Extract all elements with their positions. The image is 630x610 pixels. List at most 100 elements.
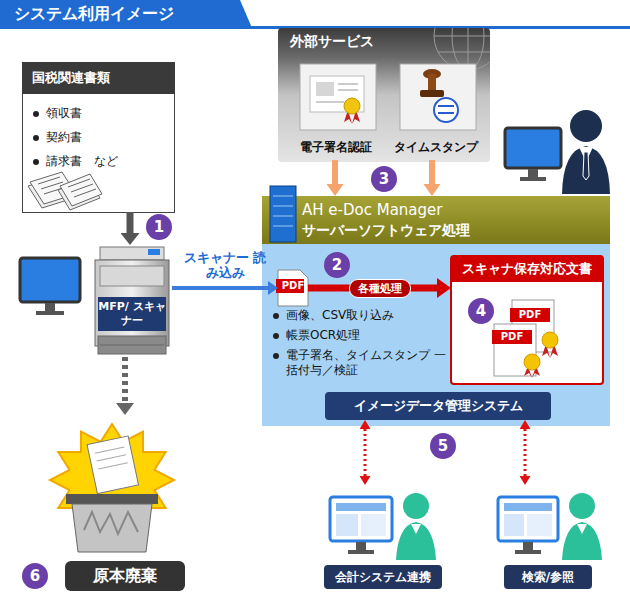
- shredder: [50, 424, 174, 552]
- service-label: 電子署名認証: [290, 140, 382, 155]
- paper-stack-part: [41, 182, 63, 189]
- mfp-scanner: [95, 247, 169, 354]
- user-at-pc-part: [562, 146, 610, 194]
- server-panel-part: [273, 206, 293, 207]
- search-user-part: [498, 497, 558, 541]
- document-box-part: [23, 63, 175, 213]
- flow-arrow: [172, 286, 268, 290]
- pc-monitor: [20, 258, 80, 315]
- server-panel-part: [273, 333, 279, 339]
- flow-arrow: [127, 212, 134, 233]
- server-panel-part: [273, 226, 293, 227]
- mfp-scanner-part: [100, 266, 164, 286]
- flow-arrow: [429, 160, 435, 184]
- signature-icon-part: [338, 83, 358, 85]
- badge-label: 会計システム連携: [324, 565, 442, 589]
- callout-number: 6: [22, 563, 48, 589]
- pdf-stack-part: [542, 332, 558, 348]
- signature-icon-part: [344, 98, 360, 114]
- pdf-label: PDF: [510, 308, 550, 322]
- shredder-part: [72, 504, 152, 552]
- pdf-icon-part: [278, 270, 308, 306]
- server-text: 画像、CSV取り込み: [286, 308, 456, 323]
- server-panel-part: [273, 313, 279, 319]
- title-tab-part: [0, 0, 252, 28]
- signature-icon-part: [300, 64, 376, 130]
- server-panel-part: [273, 196, 293, 197]
- timestamp-icon-part: [438, 105, 454, 107]
- box-heading: 契約書: [46, 130, 82, 145]
- callout-number: 2: [324, 252, 350, 278]
- user-at-pc-part: [520, 177, 546, 181]
- box-heading: 領収書: [46, 106, 82, 121]
- server-panel-part: [270, 186, 296, 242]
- signature-icon-part: [338, 89, 358, 91]
- timestamp-service: タイムスタンプ: [390, 60, 482, 160]
- server-panel-part: [273, 353, 279, 359]
- box-heading: 請求書 など: [46, 154, 118, 169]
- callout-number: 4: [468, 298, 494, 324]
- badge-label: 検索/参照: [504, 565, 592, 589]
- mfp-scanner-part: [148, 249, 160, 255]
- callout-number: 3: [371, 166, 397, 192]
- accounting-user-part: [396, 522, 436, 560]
- document-box-part: [33, 111, 39, 117]
- mfp-scanner-part: [98, 336, 166, 354]
- pdf-label: PDF: [278, 279, 308, 293]
- shredder-part-part: [98, 463, 127, 469]
- search-user-part: [577, 524, 587, 534]
- external-service-panel-part-part: [438, 52, 490, 53]
- box-heading: スキャナ保存対応文書: [451, 261, 603, 277]
- pdf-icon: [276, 270, 308, 306]
- scanner-document-box-part: [451, 256, 603, 384]
- search-user-part: [515, 550, 541, 554]
- scanner-document-box-part: [451, 256, 603, 282]
- diagram-title: システム利用イメージ: [14, 4, 174, 25]
- user-at-pc-part: [505, 128, 561, 168]
- pc-monitor-part: [45, 303, 55, 311]
- document-box: [22, 62, 175, 213]
- callout-number: 5: [430, 433, 456, 459]
- flow-arrow: [332, 160, 338, 184]
- pdf-stack: [492, 300, 558, 378]
- mfp-scanner-part: [95, 260, 169, 346]
- server-panel: AH e-Doc Managerサーバーソフトウェア処理画像、CSV取り込み帳票…: [262, 196, 610, 426]
- service-label: タイムスタンプ: [390, 140, 482, 155]
- shredder-part-part: [95, 447, 124, 453]
- paper-stack-part: [38, 177, 60, 184]
- flow-arrow: [122, 357, 128, 403]
- pdf-icon: PDF: [278, 270, 308, 306]
- signature-icon-part: [316, 101, 344, 103]
- panel-heading: 外部サービス: [290, 33, 374, 51]
- external-service-panel: [278, 2, 502, 162]
- search-view: 検索/参照: [488, 485, 608, 592]
- pdf-stack-part: [510, 308, 550, 322]
- device-label: MFP/ スキャナー: [98, 297, 166, 331]
- disposal-badge: 原本廃棄: [40, 415, 190, 593]
- pdf-stack-part: [492, 330, 532, 344]
- signature-service: 電子署名認証: [290, 60, 382, 160]
- flow-arrow: [524, 429, 527, 476]
- pdf-stack-part: [524, 354, 540, 370]
- badge-label: 原本廃棄: [65, 561, 185, 591]
- accounting-user-part: [330, 497, 392, 541]
- accounting-link: 会計システム連携: [318, 485, 448, 592]
- service-panel: 外部サービス電子署名認証タイムスタンプ: [278, 28, 490, 162]
- timestamp-icon-part: [428, 74, 436, 90]
- edge-label: 各種処理: [349, 279, 411, 298]
- server-panel: [262, 186, 610, 426]
- edge-label: スキャナー 読み込み: [183, 250, 267, 280]
- scanner-document-box: [451, 256, 603, 384]
- signature-icon: [300, 64, 376, 130]
- search-user-part: [569, 493, 595, 519]
- search-user-part: [527, 514, 552, 536]
- user-at-pc-part: [583, 152, 589, 180]
- paper-stack-part: [60, 174, 102, 206]
- paper-stack-part: [74, 189, 96, 197]
- shredder-part: [87, 436, 138, 494]
- search-user: [498, 493, 602, 560]
- accounting-user-part: [356, 542, 366, 550]
- timestamp-icon-part: [434, 98, 458, 122]
